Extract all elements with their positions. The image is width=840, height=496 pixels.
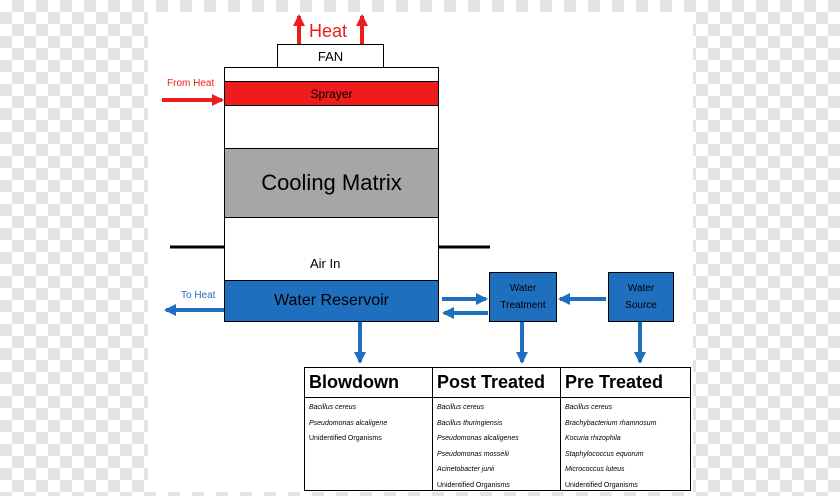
list-item: Kocuria rhizophila <box>565 434 656 450</box>
cooling-matrix: Cooling Matrix <box>224 148 439 218</box>
to-heat-label: To Heat <box>181 291 215 301</box>
list-item: Brachybacterium rhamnosum <box>565 419 656 435</box>
fan-box: FAN <box>277 44 384 68</box>
heat-label: Heat <box>309 22 347 40</box>
column-header: Pre Treated <box>565 372 663 393</box>
header-divider <box>433 397 560 398</box>
water-treatment: Water Treatment <box>489 272 557 322</box>
cooling-matrix-label: Cooling Matrix <box>261 170 402 196</box>
list-item: Staphylococcus equorum <box>565 450 656 466</box>
list-item: Bacillus thuringiensis <box>437 419 519 435</box>
table-column-blowdown: Blowdown Bacillus cereus Pseudomonas alc… <box>305 368 433 490</box>
from-heat-label: From Heat <box>167 79 214 89</box>
list-item: Unidentified Organisms <box>437 481 519 496</box>
list-item: Unidentified Organisms <box>565 481 656 496</box>
header-divider <box>305 397 432 398</box>
list-item: Bacillus cereus <box>437 403 519 419</box>
table-column-pre-treated: Pre Treated Bacillus cereus Brachybacter… <box>561 368 690 490</box>
sprayer-bar: Sprayer <box>224 81 439 106</box>
table-column-post-treated: Post Treated Bacillus cereus Bacillus th… <box>433 368 561 490</box>
water-source: Water Source <box>608 272 674 322</box>
list-item: Bacillus cereus <box>309 403 387 419</box>
organism-list: Bacillus cereus Brachybacterium rhamnosu… <box>565 403 656 496</box>
water-source-label: Water Source <box>621 280 661 314</box>
organism-list: Bacillus cereus Bacillus thuringiensis P… <box>437 403 519 496</box>
sprayer-label: Sprayer <box>310 87 352 101</box>
list-item: Acinetobacter junii <box>437 465 519 481</box>
list-item: Micrococcus luteus <box>565 465 656 481</box>
fan-label: FAN <box>318 49 343 64</box>
column-header: Post Treated <box>437 372 545 393</box>
water-reservoir-label: Water Reservoir <box>274 292 389 310</box>
list-item: Pseudomonas alcaligene <box>309 419 387 435</box>
list-item: Bacillus cereus <box>565 403 656 419</box>
organism-list: Bacillus cereus Pseudomonas alcaligene U… <box>309 403 387 450</box>
list-item: Pseudomonas mosselii <box>437 450 519 466</box>
list-item: Pseudomonas alcaligenes <box>437 434 519 450</box>
air-in-label: Air In <box>310 257 340 270</box>
water-reservoir: Water Reservoir <box>224 280 439 322</box>
list-item: Unidentified Organisms <box>309 434 387 450</box>
header-divider <box>561 397 690 398</box>
water-treatment-label: Water Treatment <box>499 280 547 314</box>
column-header: Blowdown <box>309 372 399 393</box>
